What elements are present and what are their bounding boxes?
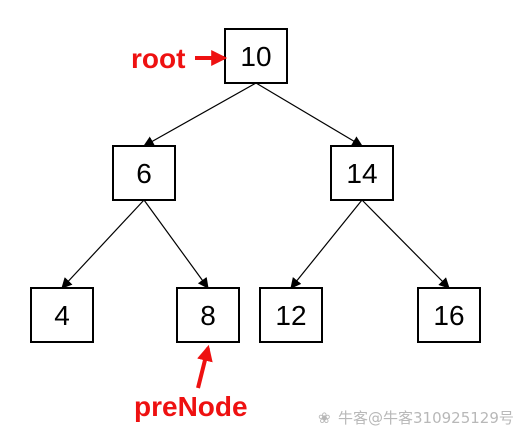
prenode-label: preNode: [134, 391, 248, 422]
watermark-paw-icon: ❀: [318, 409, 331, 427]
watermark-text: 牛客@牛客310925129号: [338, 409, 514, 427]
edge-n10-n14: [255, 82, 363, 147]
edge-n6-n8: [143, 199, 209, 289]
tree-node-16: 16: [417, 287, 481, 343]
tree-node-6: 6: [112, 145, 176, 201]
node-box: [224, 28, 288, 84]
node-value: 8: [200, 300, 216, 331]
edge-n10-n6: [143, 82, 257, 147]
root-annotation: root: [131, 43, 228, 74]
watermark: ❀ 牛客@牛客310925129号: [318, 409, 514, 427]
tree-node-8: 8: [176, 287, 240, 343]
tree-node-14: 14: [330, 145, 394, 201]
node-box: [176, 287, 240, 343]
node-value: 10: [240, 41, 271, 72]
prenode-annotation: preNode: [134, 344, 248, 422]
prenode-arrow: [196, 344, 213, 389]
node-box: [330, 145, 394, 201]
node-box: [417, 287, 481, 343]
tree-node-12: 12: [259, 287, 323, 343]
node-value: 12: [275, 300, 306, 331]
tree-node-10: 10: [224, 28, 288, 84]
root-label: root: [131, 43, 185, 74]
tree-node-4: 4: [30, 287, 94, 343]
tree-edges: [61, 82, 450, 289]
node-value: 4: [54, 300, 70, 331]
edge-n6-n4: [61, 199, 145, 289]
tree-nodes: 10 6 14 4 8 12 16: [30, 28, 481, 343]
node-value: 16: [433, 300, 464, 331]
node-value: 14: [346, 158, 377, 189]
node-box: [112, 145, 176, 201]
edge-n14-n12: [290, 199, 363, 289]
node-box: [30, 287, 94, 343]
node-value: 6: [136, 158, 152, 189]
node-box: [259, 287, 323, 343]
edge-n14-n16: [361, 199, 450, 289]
